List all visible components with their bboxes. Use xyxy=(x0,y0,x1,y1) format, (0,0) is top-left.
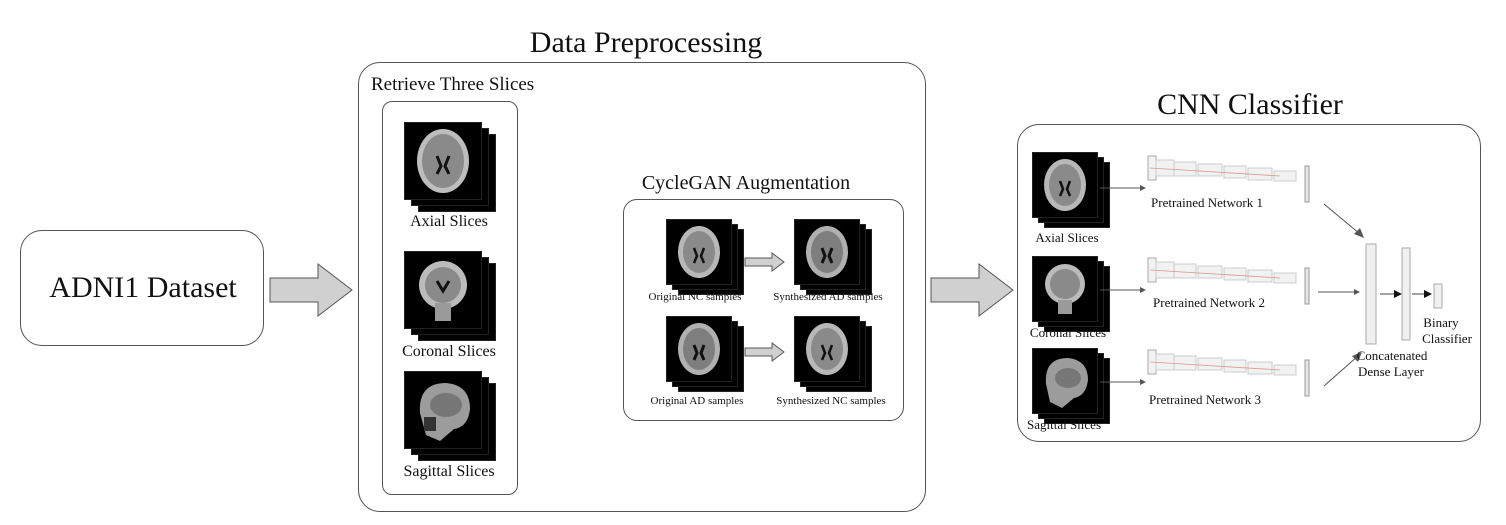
synthesized-nc-label: Synthesized NC samples xyxy=(776,395,886,407)
synthesized-nc-stack xyxy=(794,316,874,392)
classifier-coronal-label: Coronal Slices xyxy=(1029,325,1107,340)
classifier-sagittal-label: Sagittal Slices xyxy=(1026,417,1102,432)
axial-slices-label: Axial Slices xyxy=(410,213,488,230)
classifier-title: CNN Classifier xyxy=(1157,88,1343,121)
dataset-box: ADNI1 Dataset xyxy=(20,230,264,346)
original-ad-stack xyxy=(666,316,746,392)
original-ad-label: Original AD samples xyxy=(650,395,744,407)
pretrained-network-3-diagram xyxy=(1100,349,1310,397)
arrow-ad-to-nc xyxy=(744,342,785,362)
coronal-brain-image xyxy=(419,261,467,321)
pretrained-network-3-label: Pretrained Network 3 xyxy=(1149,392,1261,407)
arrow-dataset-to-preprocessing xyxy=(269,262,353,318)
axial-brain-image xyxy=(417,129,469,193)
pretrained-network-1-diagram xyxy=(1100,155,1310,203)
sagittal-slice-stack xyxy=(404,371,496,461)
concatenated-label-2: Dense Layer xyxy=(1357,364,1425,379)
sagittal-slices-label: Sagittal Slices xyxy=(403,463,495,480)
axial-slice-stack xyxy=(404,122,496,212)
classifier-axial-stack xyxy=(1032,152,1112,228)
arrow-nc-to-ad xyxy=(744,252,785,272)
original-nc-label: Original NC samples xyxy=(648,291,742,303)
synthesized-ad-label: Synthesized AD samples xyxy=(773,291,883,303)
cyclegan-title: CycleGAN Augmentation xyxy=(641,172,851,194)
pretrained-network-2-label: Pretrained Network 2 xyxy=(1153,295,1265,310)
pretrained-network-1-label: Pretrained Network 1 xyxy=(1151,195,1263,210)
pretrained-network-2-diagram xyxy=(1100,257,1310,305)
original-nc-stack xyxy=(666,219,746,295)
classifier-sagittal-stack xyxy=(1032,348,1112,424)
coronal-slice-stack xyxy=(404,251,496,341)
synthesized-ad-stack xyxy=(794,219,874,295)
classifier-coronal-stack xyxy=(1032,256,1112,332)
retrieve-title: Retrieve Three Slices xyxy=(371,74,535,95)
binary-label-1: Binary xyxy=(1423,315,1459,330)
arrow-preprocessing-to-classifier xyxy=(930,262,1014,318)
concatenated-label-1: Concatenated xyxy=(1356,348,1428,363)
dataset-label: ADNI1 Dataset xyxy=(49,271,237,304)
coronal-slices-label: Coronal Slices xyxy=(402,343,496,360)
classifier-axial-label: Axial Slices xyxy=(1035,230,1099,245)
preprocessing-title: Data Preprocessing xyxy=(529,26,763,59)
concatenation-arrows xyxy=(1318,203,1443,387)
binary-label-2: Classifier xyxy=(1422,331,1472,346)
sagittal-brain-image xyxy=(419,383,470,441)
